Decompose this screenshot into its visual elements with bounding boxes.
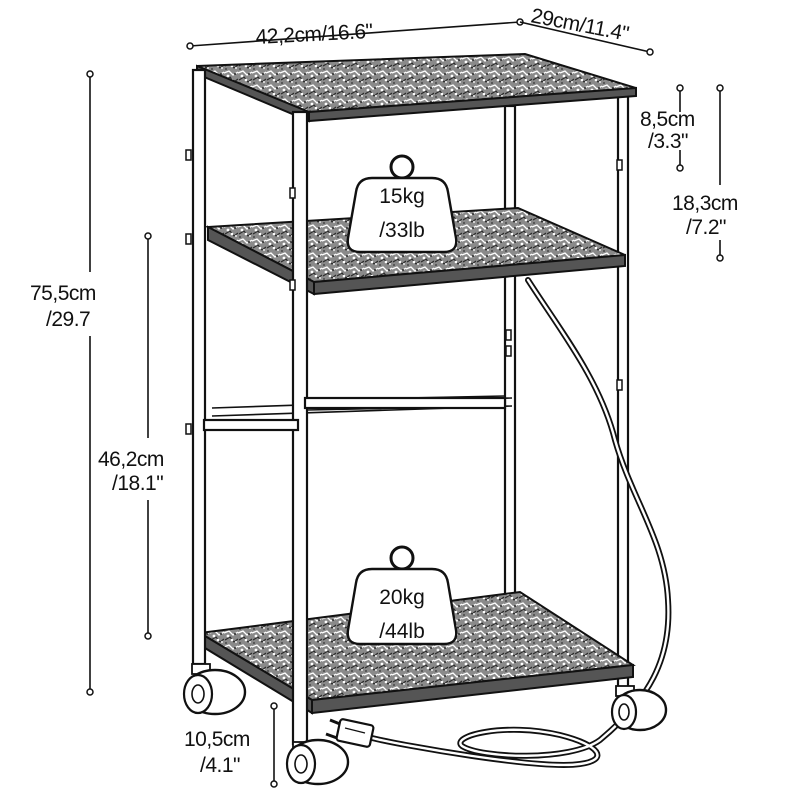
lower-capacity-lb: /44lb bbox=[379, 620, 425, 643]
top-gap-in-label: /3.3" bbox=[648, 130, 688, 153]
total-height-cm-label: 75,5cm bbox=[30, 282, 96, 305]
total-height-in-label: /29.7 bbox=[46, 308, 90, 331]
upper-capacity-lb: /33lb bbox=[379, 219, 425, 242]
caster-wheel-icon bbox=[182, 663, 247, 716]
upper-capacity-kg: 15kg bbox=[379, 185, 425, 208]
top-shelf bbox=[196, 52, 637, 123]
lower-capacity-kg: 20kg bbox=[379, 586, 425, 609]
depth-label: 29cm/11.4" bbox=[529, 4, 631, 45]
dimension-lines bbox=[86, 18, 724, 788]
lower-height-cm-label: 46,2cm bbox=[98, 448, 164, 471]
lower-weight-badge: 20kg /44lb bbox=[346, 545, 458, 646]
mid-gap-cm-label: 18,3cm bbox=[672, 192, 738, 215]
caster-wheel-icon bbox=[610, 685, 668, 732]
mid-gap-in-label: /7.2" bbox=[686, 216, 726, 239]
weight-icon bbox=[346, 176, 458, 254]
wheel-height-in-label: /4.1" bbox=[200, 754, 240, 777]
upper-weight-badge: 15kg /33lb bbox=[346, 154, 458, 254]
wheel-height-cm-label: 10,5cm bbox=[184, 728, 250, 751]
top-gap-cm-label: 8,5cm bbox=[640, 108, 695, 131]
power-cable bbox=[369, 277, 672, 768]
power-plug-icon bbox=[325, 718, 375, 748]
cart-illustration: 15kg /33lb 20kg /44lb bbox=[182, 52, 672, 786]
width-label: 42,2cm/16.6" bbox=[255, 20, 373, 49]
weight-icon bbox=[346, 567, 458, 646]
caster-wheel-icon bbox=[285, 738, 350, 786]
lower-height-in-label: /18.1" bbox=[112, 472, 163, 495]
